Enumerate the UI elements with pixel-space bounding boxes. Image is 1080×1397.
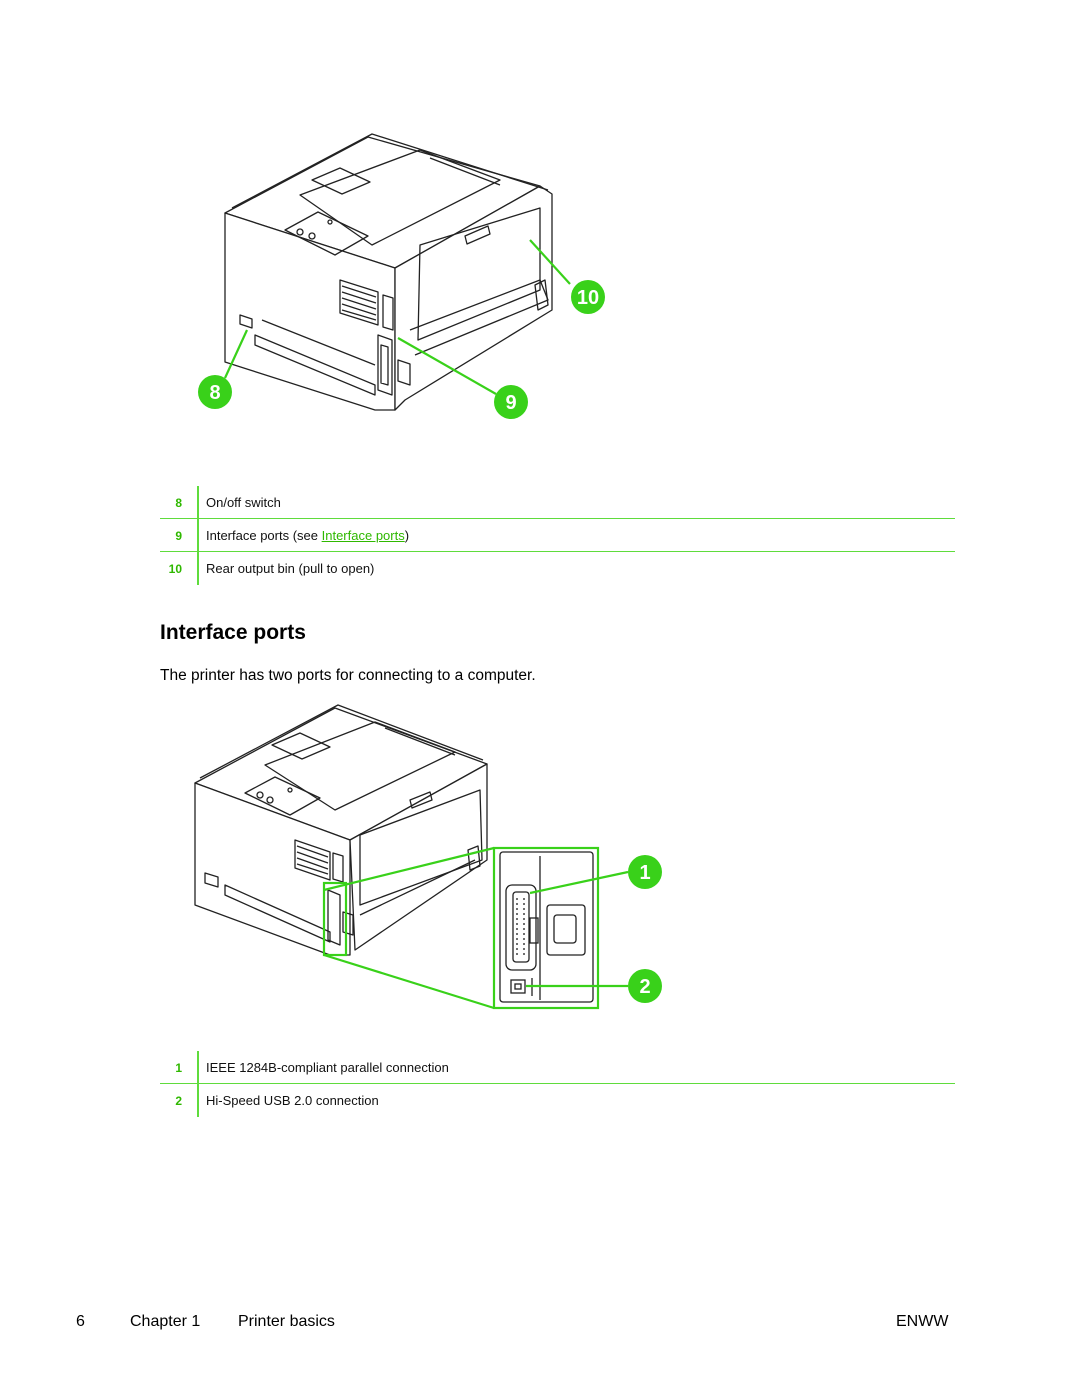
callout-10-circle: [571, 280, 605, 314]
page-number: 6: [76, 1313, 85, 1330]
legend-row: 8 On/off switch: [160, 486, 955, 519]
legend-divider: [197, 552, 199, 585]
callout-8-circle: [198, 375, 232, 409]
legend-number: 1: [175, 1061, 182, 1075]
legend-number: 9: [175, 529, 182, 543]
legend-text: On/off switch: [206, 495, 281, 510]
footer-doc-code: ENWW: [896, 1313, 949, 1330]
legend-row: 10 Rear output bin (pull to open): [160, 552, 955, 585]
legend-text: Rear output bin (pull to open): [206, 561, 375, 576]
interface-ports-link[interactable]: Interface ports: [321, 528, 405, 543]
legend-text: IEEE 1284B-compliant parallel connection: [206, 1060, 449, 1075]
legend-number: 10: [168, 562, 182, 576]
legend-divider: [197, 1084, 199, 1117]
callout-9-circle: [494, 385, 528, 419]
legend-divider: [197, 1051, 199, 1084]
printer-rear-figure: 8 9 10: [198, 133, 605, 419]
legend-row: 9 Interface ports (see Interface ports): [160, 519, 955, 552]
legend-number: 2: [175, 1094, 182, 1108]
legend-row: 1 IEEE 1284B-compliant parallel connecti…: [160, 1051, 955, 1084]
legend-text-suffix: ): [404, 528, 410, 543]
callout-1-label: 1: [639, 862, 650, 884]
legend-row: 2 Hi-Speed USB 2.0 connection: [160, 1084, 955, 1117]
legend-divider: [197, 519, 199, 552]
legend-number: 8: [175, 496, 182, 510]
legend-text-prefix: Interface ports (see: [206, 528, 322, 543]
footer-chapter: Chapter 1: [130, 1313, 201, 1330]
callout-2-label: 2: [639, 976, 650, 998]
legend-text: Interface ports (see Interface ports): [206, 528, 409, 543]
interface-ports-figure: 1 2: [194, 704, 662, 1010]
legend-divider: [197, 486, 199, 519]
footer-chapter-title: Printer basics: [238, 1313, 335, 1330]
section-heading: Interface ports: [160, 621, 306, 644]
callout-2-circle: [628, 969, 662, 1003]
legend-table-rear: 8 On/off switch 9 Interface ports (see I…: [160, 486, 955, 585]
callout-10-label: 10: [577, 287, 599, 309]
callout-8-label: 8: [209, 382, 220, 404]
legend-table-ports: 1 IEEE 1284B-compliant parallel connecti…: [160, 1051, 955, 1117]
legend-text: Hi-Speed USB 2.0 connection: [206, 1093, 379, 1108]
section-intro: The printer has two ports for connecting…: [160, 667, 536, 684]
callout-1-circle: [628, 855, 662, 889]
callout-9-label: 9: [505, 392, 516, 414]
